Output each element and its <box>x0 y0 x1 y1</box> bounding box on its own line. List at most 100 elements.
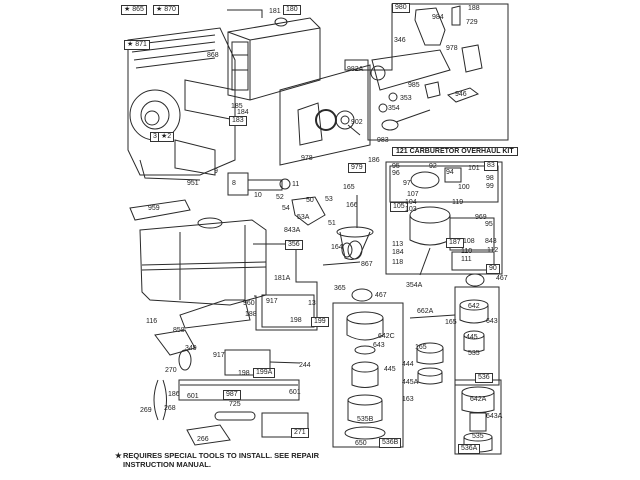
part-label-165-a: 165 <box>343 184 355 191</box>
part-label-183: 183 <box>229 116 247 126</box>
part-label-725: 725 <box>229 401 241 408</box>
part-label-983: 983 <box>377 137 389 144</box>
part-label-346: 346 <box>394 37 406 44</box>
part-label-186-b: 186 <box>168 391 180 398</box>
part-label-960: 960 <box>243 300 255 307</box>
kit-label-184: 184 <box>392 249 404 256</box>
part-label-978-top: 978 <box>446 45 458 52</box>
part-label-982A: 982A <box>347 66 364 73</box>
part-label-198-a: 198 <box>290 317 302 324</box>
blower-housing-drawing <box>227 9 321 101</box>
part-label-536: 536 <box>475 373 493 383</box>
part-label-10: 10 <box>254 192 262 199</box>
part-label-185: 185 <box>231 103 243 110</box>
part-label-445-a: 445 <box>384 366 396 373</box>
part-label-871: ★ 871 <box>124 40 150 50</box>
fuel-line-drawing <box>154 243 318 376</box>
kit-label-105: 105 <box>390 202 408 212</box>
control-rod-drawing <box>153 379 309 446</box>
kit-label-969: 969 <box>475 214 487 221</box>
part-label-951: 951 <box>187 180 199 187</box>
part-label-51: 51 <box>328 220 336 227</box>
kit-label-112: 112 <box>487 247 499 254</box>
kit-label-843: 843 <box>485 238 497 245</box>
part-label-244: 244 <box>299 362 311 369</box>
part-label-266: 266 <box>197 436 209 443</box>
kit-label-99: 99 <box>486 183 494 190</box>
part-label-184: 184 <box>237 109 249 116</box>
part-label-601-left: 601 <box>187 393 199 400</box>
part-label-643-b: 643 <box>486 318 498 325</box>
part-label-985: 985 <box>408 82 420 89</box>
part-label-535B: 535B <box>357 416 374 423</box>
part-label-353: 353 <box>400 95 412 102</box>
part-label-165-c: 165 <box>415 344 427 351</box>
part-label-53: 53 <box>325 196 333 203</box>
part-label-535-b: 535 <box>472 433 484 440</box>
part-label-188-b: 188 <box>245 311 257 318</box>
part-label-662A: 662A <box>417 308 434 315</box>
part-label-54: 54 <box>282 205 290 212</box>
part-label-198-b: 198 <box>238 370 250 377</box>
part-label-868: 868 <box>207 52 219 59</box>
oil-fill-tube-drawing <box>322 195 374 266</box>
part-label-53A: 53A <box>297 214 310 221</box>
part-label-643-a: 643 <box>373 342 385 349</box>
kit-label-98: 98 <box>486 175 494 182</box>
part-label-865: ★ 865 <box>121 5 147 15</box>
part-label-959: 959 <box>148 205 160 212</box>
part-label-445A: 445A <box>402 379 419 386</box>
part-label-467-a: 467 <box>375 292 387 299</box>
kit-label-118: 118 <box>392 259 404 266</box>
part-label-165-b: 165 <box>445 319 457 326</box>
part-label-199A: 199A <box>253 368 276 378</box>
part-label-9: 9 <box>214 168 218 175</box>
footnote-text: REQUIRES SPECIAL TOOLS TO INSTALL. SEE R… <box>123 451 319 469</box>
kit-label-119: 119 <box>452 199 464 206</box>
kit-label-113: 113 <box>392 241 404 248</box>
kit-label-107: 107 <box>407 191 419 198</box>
part-label-268: 268 <box>164 405 176 412</box>
special-tool-star-icon: ★ <box>115 451 122 460</box>
part-label-11: 11 <box>292 181 300 188</box>
part-label-52: 52 <box>276 194 284 201</box>
part-label-642A: 642A <box>470 396 487 403</box>
part-label-843A: 843A <box>284 227 301 234</box>
part-label-50: 50 <box>306 197 314 204</box>
part-label-365: 365 <box>334 285 346 292</box>
intake-manifold-drawing <box>227 172 326 226</box>
part-label-164: 164 <box>331 244 343 251</box>
part-label-188: 188 <box>468 5 480 12</box>
part-label-987: 987 <box>223 390 241 400</box>
part-label-980: 980 <box>392 3 410 13</box>
kit-label-95-b: 95 <box>485 221 493 228</box>
part-label-354: 354 <box>388 105 400 112</box>
part-label-166: 166 <box>346 202 358 209</box>
part-label-116: 116 <box>146 318 158 325</box>
part-label-354A: 354A <box>406 282 423 289</box>
part-label-984: 984 <box>432 14 444 21</box>
air-cleaner-a-drawing <box>332 288 404 448</box>
backplate-drawing <box>279 64 371 166</box>
part-label-601-right: 601 <box>289 389 301 396</box>
kit-label-97: 97 <box>403 180 411 187</box>
part-label-467-b: 467 <box>496 275 508 282</box>
part-label-946: 946 <box>455 91 467 98</box>
part-label-444: 444 <box>402 361 414 368</box>
part-label-902: 902 <box>351 119 363 126</box>
part-label-642: 642 <box>468 303 480 310</box>
part-label-163: 163 <box>402 396 414 403</box>
kit-label-94: 94 <box>446 169 454 176</box>
part-label-917-b: 917 <box>213 352 225 359</box>
kit-label-92: 92 <box>429 163 437 170</box>
part-label-199: 199 <box>311 317 329 327</box>
part-label-271: 271 <box>291 428 309 438</box>
kit-label-187: 187 <box>446 238 464 248</box>
part-label-650: 650 <box>355 440 367 447</box>
fuel-tank-drawing <box>129 199 267 329</box>
part-label-181: 181 <box>269 8 281 15</box>
part-label-356: 356 <box>285 240 303 250</box>
part-label-8: 8 <box>232 180 236 187</box>
part-label-867: 867 <box>361 261 373 268</box>
